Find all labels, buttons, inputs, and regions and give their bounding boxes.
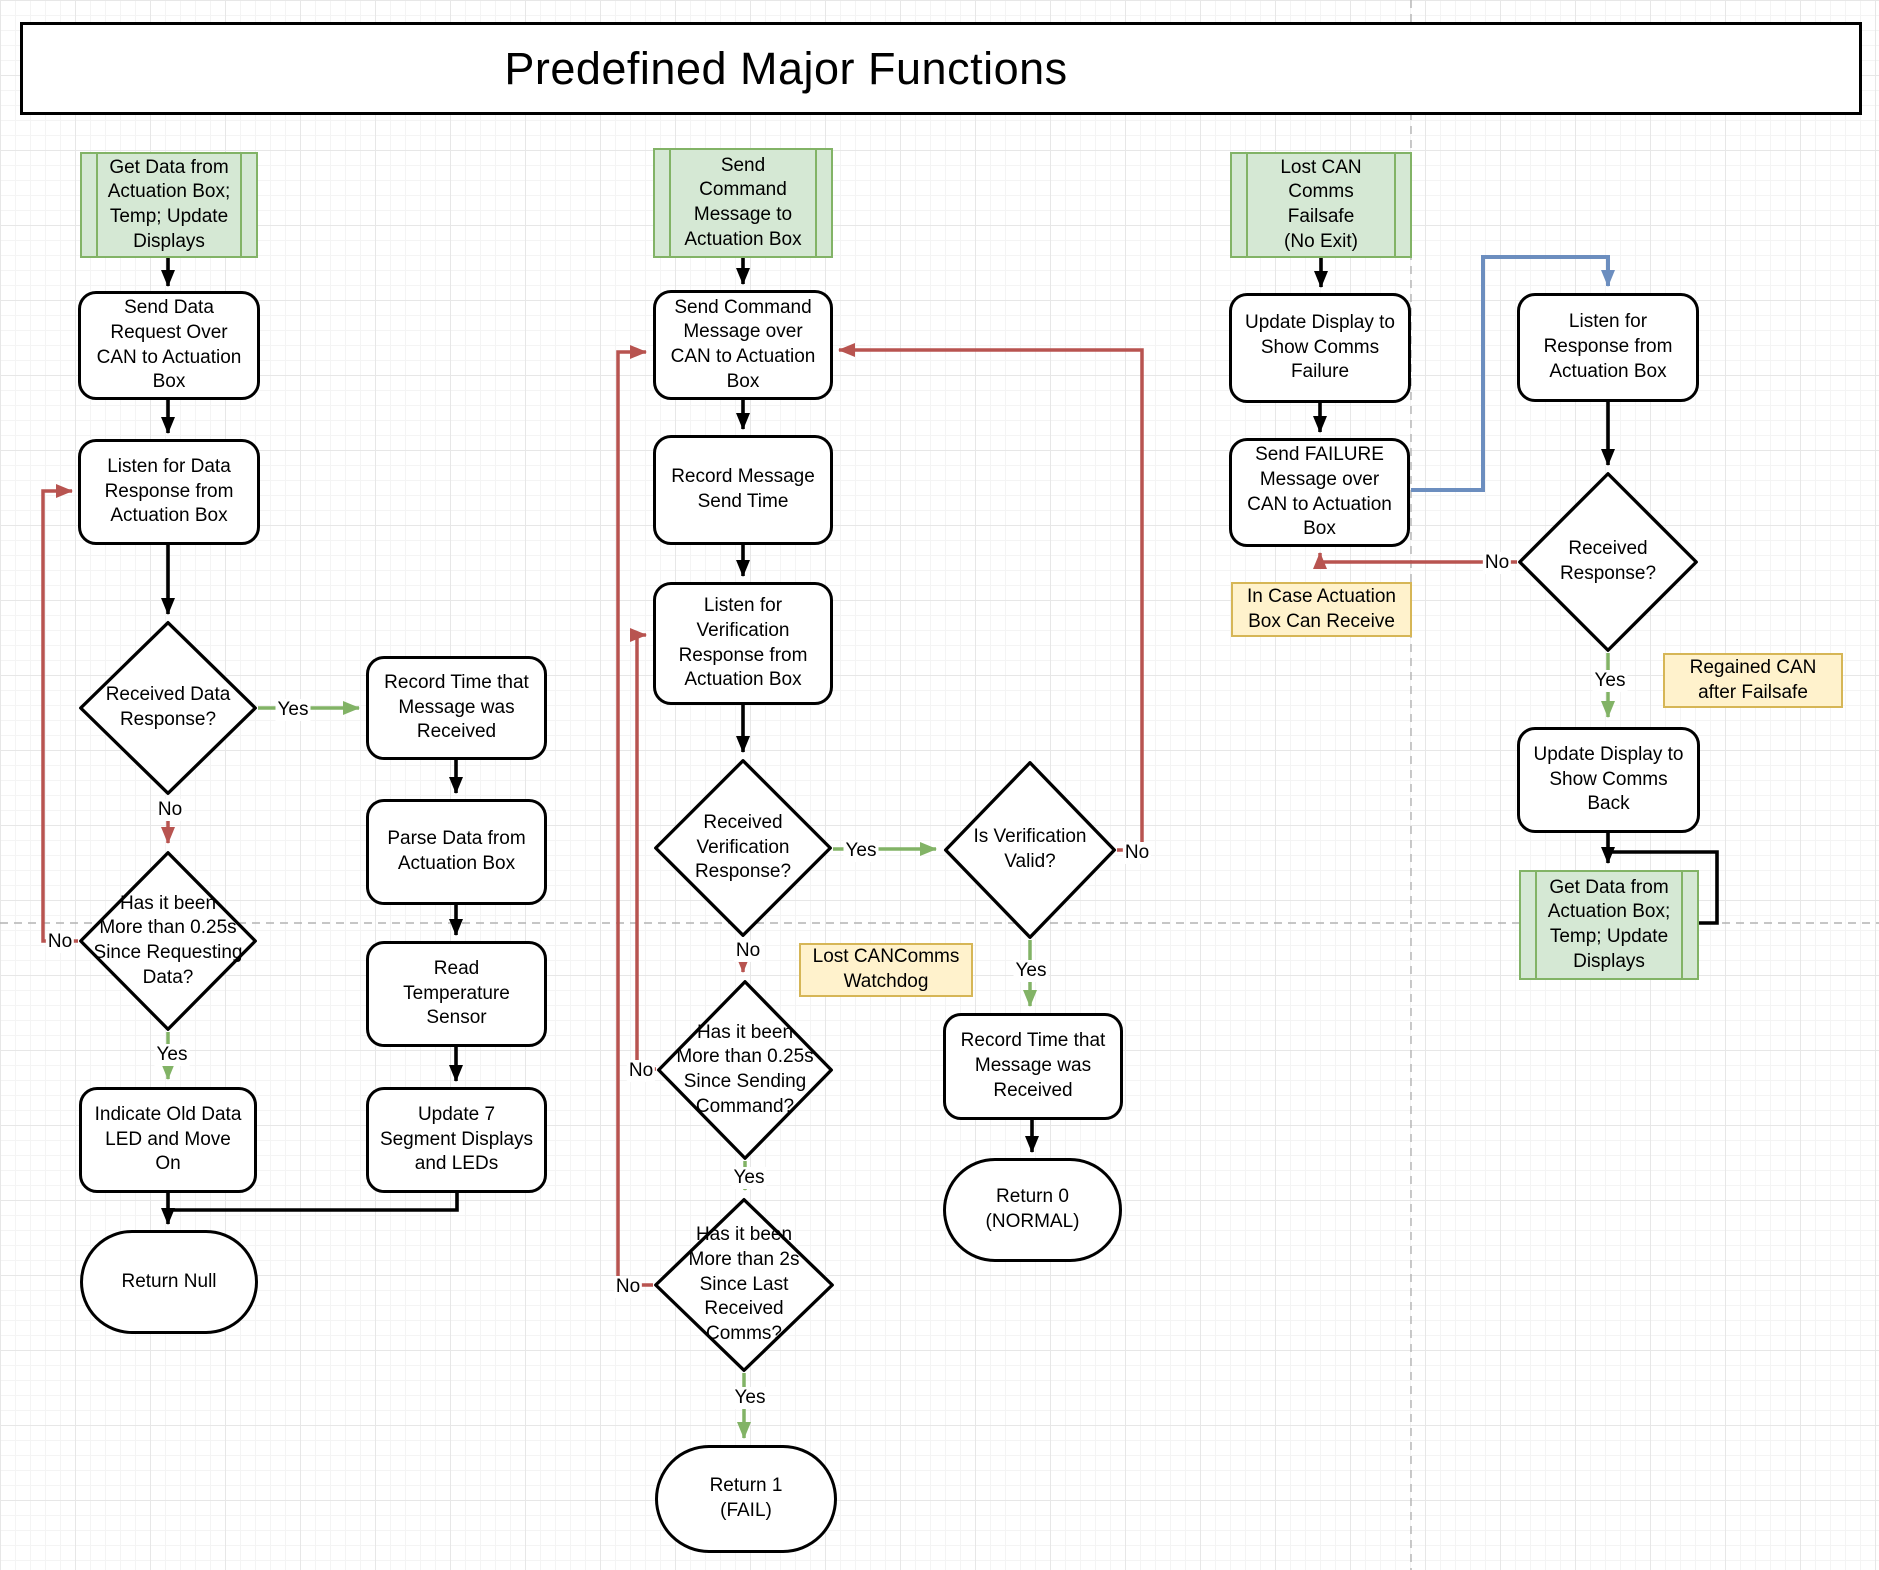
predefined-bar: [1535, 872, 1537, 978]
node-lost-can-entry[interactable]: Lost CAN Comms Failsafe (No Exit): [1230, 152, 1412, 258]
label-025s-requesting-yes: Yes: [154, 1044, 190, 1066]
diagram-title-box[interactable]: Predefined Major Functions: [20, 22, 1862, 115]
label-2s-comms-no: No: [613, 1276, 643, 1298]
node-listen-data-response[interactable]: Listen for Data Response from Actuation …: [78, 439, 260, 545]
terminator-return-0-normal[interactable]: Return 0 (NORMAL): [943, 1158, 1122, 1262]
label-receiveddata-yes: Yes: [275, 699, 311, 721]
note-lost-cancomms-watchdog[interactable]: Lost CANComms Watchdog: [799, 943, 973, 997]
edge-receivedresp-no-loop[interactable]: [1313, 552, 1517, 569]
label-receiveddata-no: No: [155, 799, 185, 821]
node-listen-response[interactable]: Listen for Response from Actuation Box: [1517, 293, 1699, 402]
edge-getdata-self-loop[interactable]: [1610, 850, 1719, 925]
label-receivedverif-no: No: [733, 940, 763, 962]
note-regained-can[interactable]: Regained CAN after Failsafe: [1663, 653, 1843, 708]
node-read-temperature[interactable]: Read Temperature Sensor: [366, 941, 547, 1047]
node-update-7-segment[interactable]: Update 7 Segment Displays and LEDs: [366, 1087, 547, 1193]
page-title: Predefined Major Functions: [504, 42, 1068, 94]
node-parse-data[interactable]: Parse Data from Actuation Box: [366, 799, 547, 905]
node-send-command-entry[interactable]: Send Command Message to Actuation Box: [653, 148, 833, 258]
predefined-bar: [1394, 154, 1396, 256]
note-in-case-actuation-receive[interactable]: In Case Actuation Box Can Receive: [1231, 582, 1412, 637]
node-update-display-back[interactable]: Update Display to Show Comms Back: [1517, 727, 1700, 833]
node-get-data-call[interactable]: Get Data from Actuation Box; Temp; Updat…: [1519, 870, 1699, 980]
decision-025s-since-sending[interactable]: Has it been More than 0.25s Since Sendin…: [656, 979, 834, 1161]
label-025s-requesting-no: No: [45, 931, 75, 953]
label-receivedresp-no: No: [1482, 552, 1512, 574]
label-025s-sending-no: No: [626, 1060, 656, 1082]
predefined-bar: [240, 154, 242, 256]
decision-025s-since-requesting[interactable]: Has it been More than 0.25s Since Reques…: [78, 850, 258, 1032]
node-get-data-entry[interactable]: Get Data from Actuation Box; Temp; Updat…: [80, 152, 258, 258]
node-send-failure-message[interactable]: Send FAILURE Message over CAN to Actuati…: [1229, 438, 1410, 547]
decision-received-response[interactable]: Received Response?: [1517, 471, 1699, 653]
label-verifvalid-yes: Yes: [1013, 960, 1049, 982]
node-record-time-received-2[interactable]: Record Time that Message was Received: [943, 1013, 1123, 1120]
label-verifvalid-no: No: [1122, 842, 1152, 864]
decision-received-verification[interactable]: Received Verification Response?: [653, 758, 833, 938]
predefined-bar: [1246, 154, 1248, 256]
predefined-bar: [96, 154, 98, 256]
node-record-message-send-time[interactable]: Record Message Send Time: [653, 435, 833, 545]
predefined-bar: [669, 150, 671, 256]
node-send-command-over-can[interactable]: Send Command Message over CAN to Actuati…: [653, 290, 833, 400]
predefined-bar: [1681, 872, 1683, 978]
decision-received-data-response[interactable]: Received Data Response?: [78, 620, 258, 796]
edge-025s-requesting-no-loop[interactable]: [41, 484, 78, 943]
node-indicate-old-data[interactable]: Indicate Old Data LED and Move On: [79, 1087, 257, 1193]
label-2s-comms-yes: Yes: [732, 1387, 768, 1409]
node-record-time-received-1[interactable]: Record Time that Message was Received: [366, 656, 547, 760]
edge-update7seg-join-returnnull[interactable]: [172, 1193, 459, 1212]
label-receivedverif-yes: Yes: [843, 840, 879, 862]
predefined-bar: [815, 150, 817, 256]
terminator-return-null[interactable]: Return Null: [80, 1230, 258, 1334]
node-listen-verification[interactable]: Listen for Verification Response from Ac…: [653, 582, 833, 705]
decision-2s-since-last-comms[interactable]: Has it been More than 2s Since Last Rece…: [653, 1197, 835, 1373]
decision-is-verification-valid[interactable]: Is Verification Valid?: [943, 760, 1117, 940]
node-update-display-failure[interactable]: Update Display to Show Comms Failure: [1229, 293, 1411, 403]
label-receivedresp-yes: Yes: [1592, 670, 1628, 692]
node-send-data-request[interactable]: Send Data Request Over CAN to Actuation …: [78, 291, 260, 400]
terminator-return-1-fail[interactable]: Return 1 (FAIL): [655, 1445, 837, 1553]
label-025s-sending-yes: Yes: [731, 1167, 767, 1189]
edge-sendfailure-to-listenresp[interactable]: [1411, 255, 1615, 492]
